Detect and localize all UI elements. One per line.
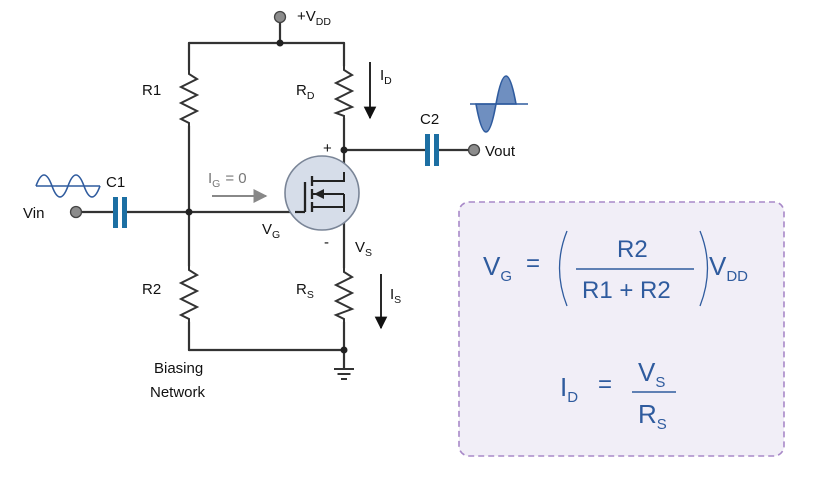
rs-label: RS bbox=[296, 281, 314, 301]
c1-label: C1 bbox=[106, 174, 125, 191]
biasing-label-line1: Biasing bbox=[154, 360, 203, 377]
junction-dot bbox=[185, 208, 193, 216]
eq2-lhs: ID bbox=[560, 372, 578, 406]
r1-label: R1 bbox=[142, 82, 161, 99]
minus-sign: - bbox=[324, 234, 329, 251]
right-bracket bbox=[699, 230, 709, 307]
eq1-lhs: VG bbox=[483, 251, 512, 285]
ig-label: IG= 0 bbox=[208, 170, 247, 190]
junction-dot bbox=[340, 146, 348, 154]
vs-label: VS bbox=[355, 239, 372, 259]
is-label: IS bbox=[390, 286, 401, 306]
junction-dot bbox=[340, 346, 348, 354]
biasing-label-line2: Network bbox=[150, 384, 206, 401]
capacitor-c2 bbox=[425, 134, 439, 166]
junction-dot bbox=[276, 39, 284, 47]
mosfet-transistor bbox=[284, 155, 360, 231]
ground-icon bbox=[334, 368, 354, 380]
eq1-denominator: R1 + R2 bbox=[582, 277, 671, 304]
plus-sign: + bbox=[323, 140, 332, 157]
eq2-equals: = bbox=[598, 371, 612, 398]
eq2-denominator: RS bbox=[638, 399, 667, 433]
left-bracket bbox=[558, 230, 568, 307]
vout-label: Vout bbox=[485, 143, 516, 160]
vin-label: Vin bbox=[23, 205, 44, 222]
wires bbox=[78, 20, 472, 370]
supply-terminal bbox=[273, 10, 287, 24]
resistor-r2 bbox=[178, 266, 200, 322]
vg-label: VG bbox=[262, 221, 280, 241]
vg-equation: VG = R2 R1 + R2 VDD bbox=[483, 230, 748, 307]
output-sine-wave-icon bbox=[470, 75, 528, 133]
r2-label: R2 bbox=[142, 281, 161, 298]
resistor-r1 bbox=[178, 70, 200, 126]
eq1-equals: = bbox=[526, 250, 540, 277]
eq1-rhs: VDD bbox=[709, 251, 748, 285]
id-equation: ID = VS RS bbox=[560, 357, 676, 433]
vin-terminal bbox=[69, 205, 83, 219]
eq1-numerator: R2 bbox=[617, 236, 648, 263]
c2-label: C2 bbox=[420, 111, 439, 128]
vout-terminal bbox=[467, 143, 481, 157]
rd-label: RD bbox=[296, 82, 315, 102]
capacitor-c1 bbox=[113, 197, 127, 228]
supply-label: +VDD bbox=[297, 8, 331, 28]
equation-box bbox=[458, 201, 785, 457]
input-sine-wave-icon bbox=[35, 174, 101, 198]
resistor-rd bbox=[333, 66, 355, 118]
resistor-rs bbox=[333, 268, 355, 322]
junctions bbox=[185, 39, 348, 354]
id-label: ID bbox=[380, 67, 392, 87]
eq2-numerator: VS bbox=[638, 357, 665, 391]
